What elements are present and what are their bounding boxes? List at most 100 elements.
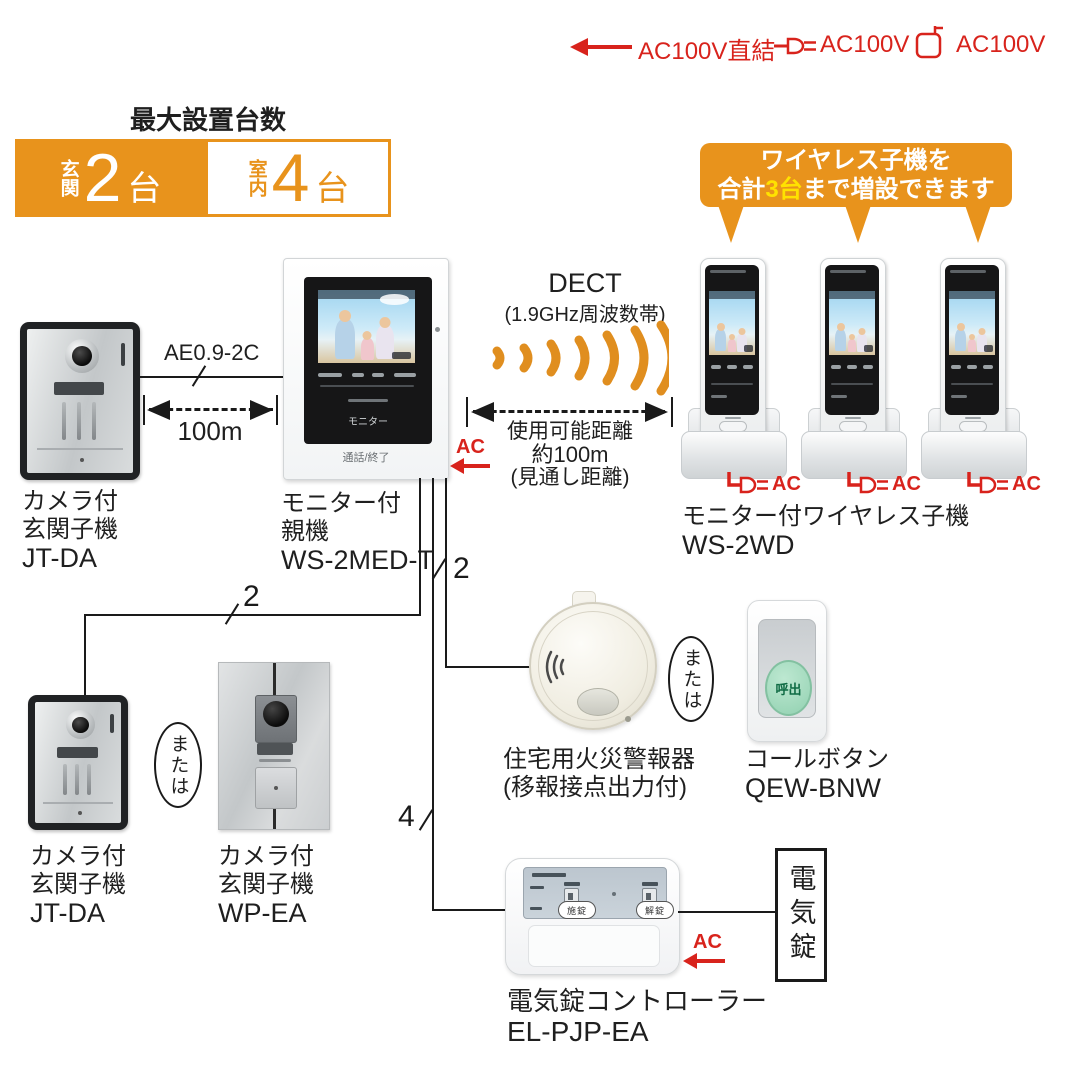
softkey-bar [352,373,364,377]
wireless-banner: ワイヤレス子機を 合計3台まで増設できます [700,143,1012,207]
fire-alarm-button[interactable] [577,688,619,716]
banner-pointer-3 [965,205,991,243]
wire-entrance2-count: 2 [243,580,260,613]
dect-title: DECT [548,268,622,298]
wire-entrance2-drop [84,614,86,696]
monitor-face: モニター [304,277,432,444]
mount-line-top [273,663,276,696]
brand-bar [259,759,291,762]
controller-lower-cover [528,925,660,967]
monitor-ac-arrow-icon [450,458,490,479]
divider-bar [320,385,414,387]
wire-entrance2-v [419,478,421,615]
speaker-slits [54,402,105,440]
handset-ac-plug-icon: AC [844,471,921,497]
led-slit [120,343,125,367]
cradle-base [681,431,787,479]
lcd-photo [318,290,415,363]
range-bar-left [466,397,468,427]
softkey-bar [372,373,384,377]
lock-button[interactable]: 施錠 [558,901,596,919]
wireless-handset-3: AC [920,253,1041,503]
camera-lens-icon [263,701,289,727]
or-oval-2: または [668,636,714,722]
or-label: または [167,733,189,797]
call-press-button[interactable]: 呼出 [765,660,812,716]
controller-ac-label: AC [693,931,722,953]
monitor-station: モニター 通話/終了 [283,258,449,480]
entrance-station-jtda-1 [20,322,140,480]
range-arrow-left [471,402,494,422]
monitor-station-label: モニター付 親機 WS-2MED-T [281,490,434,575]
legend-direct-label: AC100V直結 [638,38,776,65]
distance-dash [149,408,273,411]
entrance-station-wpea [218,662,330,830]
ac-plug-icon [774,34,820,63]
max-units-title: 最大設置台数 [129,105,286,135]
cable-distance-label: 100m [177,416,243,446]
wire-sensor-h [445,666,532,668]
entrance-sub-label: カメラ付 玄関子機 JT-DA [30,843,126,928]
mount-line-bottom [273,801,276,829]
wire-entrance-monitor [140,376,283,378]
talk-button[interactable]: 通話/終了 [342,452,390,464]
entrance-unit: 台 [127,169,162,208]
max-units-entrance: 玄関 2 台 [15,139,205,217]
call-button[interactable] [255,767,297,809]
speaker-slits [57,763,98,796]
entrance-main-label: カメラ付 玄関子機 JT-DA [22,488,118,573]
cable-type-label: AE0.9-2C [164,340,260,365]
distance-bar-left [143,395,145,425]
handset-ac-label: AC [772,472,801,495]
camera-module [255,695,297,743]
wireless-handset-label: モニター付ワイヤレス子機 WS-2WD [682,503,970,560]
mic-hole [435,327,440,332]
speaker-grille [56,746,98,758]
banner-line2: 合計3台まで増設できます [717,176,995,203]
monitor-button[interactable]: モニター [348,417,388,428]
lock-controller: 施錠 解錠 [505,858,680,975]
sound-waves-icon [545,650,565,684]
handset-body [820,258,886,440]
led-slit [110,714,115,734]
unlock-button[interactable]: 解錠 [636,901,674,919]
ac-direct-arrow-icon [570,37,632,62]
wire-controller-lock [678,911,775,913]
camera-lens-icon [65,710,95,740]
camera-lens-icon [65,339,100,374]
distance-arrow-left [147,400,170,420]
wireless-handset-2: AC [800,253,921,503]
legend-plug-label: AC100V [820,31,910,58]
controller-panel: 施錠 解錠 [523,867,674,919]
entrance-count: 2 [83,140,122,216]
fire-alarm-label: 住宅用火災警報器 (移報接点出力付) [503,746,695,801]
legend-outlet-label: AC100V [956,31,1046,58]
speaker-grille [257,743,293,755]
banner-line1: ワイヤレス子機を [760,147,952,174]
call-button-device: 呼出 [747,600,827,742]
call-button-area [36,447,124,469]
ac-outlet-icon [912,24,952,65]
indoor-unit: 台 [315,169,350,208]
call-button-label: コールボタン QEW-BNW [745,746,889,803]
entrance-location: 玄関 [57,159,79,197]
call-button-area [42,801,114,820]
wireless-handset-1: AC [680,253,801,503]
range-bar-right [671,397,673,427]
indoor-count: 4 [271,140,310,216]
handset-body [700,258,766,440]
entrance-wp-label: カメラ付 玄関子機 WP-EA [218,843,314,928]
distance-bar-right [276,395,278,425]
handset-ac-label: AC [892,472,921,495]
wire-lock-v [432,478,434,911]
max-units-indoor: 室内 4 台 [205,139,391,217]
handset-ac-plug-icon: AC [964,471,1041,497]
dect-band: (1.9GHz周波数帯) [504,304,666,326]
fire-alarm [529,602,657,730]
or-label: または [680,647,702,711]
cradle-base [921,431,1027,479]
wire-entrance2-h [84,614,421,616]
wire-lock-count: 4 [398,800,415,833]
electric-lock-label: 電気錠 [785,864,816,966]
